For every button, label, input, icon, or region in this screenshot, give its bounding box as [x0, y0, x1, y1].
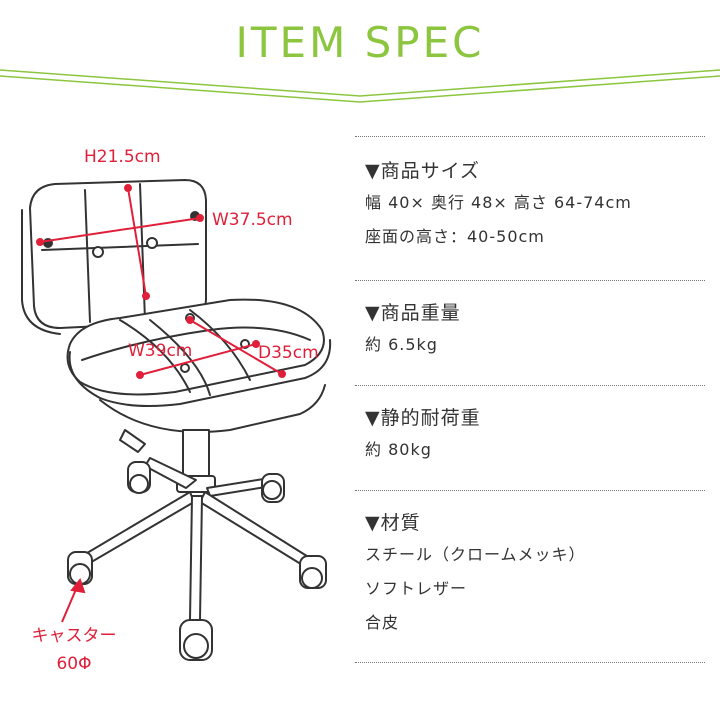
spec-section-size: ▼商品サイズ 幅 40× 奥行 48× 高さ 64-74cm 座面の高さ：40-… — [365, 156, 710, 254]
caster-name: キャスター — [31, 626, 117, 646]
page-title: ITEM SPEC — [235, 18, 485, 67]
spec-section-load: ▼静的耐荷重 約 80kg — [365, 403, 710, 467]
spec-section-weight: ▼商品重量 約 6.5kg — [365, 298, 710, 362]
section-divider — [355, 136, 705, 137]
caster-size: 60Φ — [56, 654, 92, 674]
spec-line: スチール（クロームメッキ） — [365, 545, 586, 564]
spec-line: 合皮 — [365, 613, 400, 632]
spec-line: 幅 40× 奥行 48× 高さ 64-74cm — [365, 193, 632, 212]
spec-section-material: ▼材質 スチール（クロームメッキ） ソフトレザー 合皮 — [365, 508, 710, 640]
spec-heading: ▼商品重量 — [365, 302, 461, 324]
caster-label: キャスター 60Φ — [14, 622, 134, 678]
section-divider — [355, 662, 705, 663]
spec-line: 約 6.5kg — [365, 335, 438, 354]
title-underline — [0, 69, 720, 103]
back-width-dimension-label: W37.5cm — [212, 210, 293, 230]
spec-heading: ▼材質 — [365, 512, 421, 534]
spec-line: 座面の高さ：40-50cm — [365, 227, 545, 246]
spec-heading: ▼商品サイズ — [365, 160, 481, 182]
spec-line: 約 80kg — [365, 440, 432, 459]
seat-depth-dimension-label: D35cm — [258, 343, 319, 363]
chair-illustration — [21, 179, 332, 661]
spec-line: ソフトレザー — [365, 579, 468, 598]
section-divider — [355, 385, 705, 386]
spec-heading: ▼静的耐荷重 — [365, 407, 481, 429]
seat-width-dimension-label: W39cm — [128, 341, 193, 361]
section-divider — [355, 280, 705, 281]
height-dimension-label: H21.5cm — [84, 147, 161, 167]
section-divider — [355, 490, 705, 491]
